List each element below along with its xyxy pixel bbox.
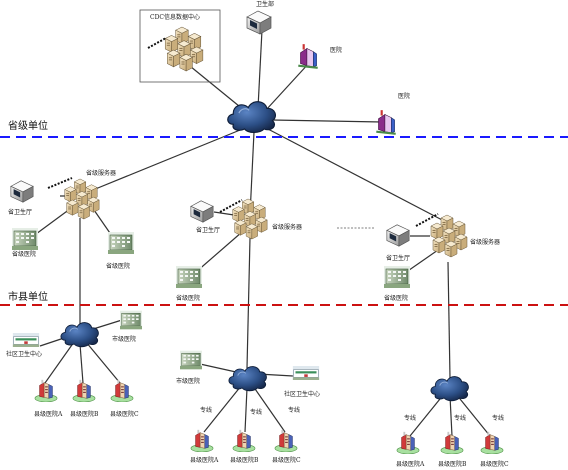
b1-county-b-label: 县级医院B: [70, 410, 99, 418]
b3-line-label-b: 专线: [454, 414, 466, 422]
b1-city-hospital-label: 市级医院: [112, 335, 136, 343]
datacenter-label: CDC信息数据中心: [150, 13, 200, 21]
link-core-branch1: [87, 127, 246, 193]
b1-server-cluster-icon: [65, 179, 99, 219]
b2-county-c-label: 县级医院C: [272, 456, 301, 464]
link-b1-cb: [79, 343, 84, 384]
link-core-ministry: [257, 29, 263, 109]
b2-county-b-label: 县级医院B: [230, 456, 259, 464]
b3-county-b-tower-icon: [440, 431, 464, 454]
top-hospital-1-icon: [297, 43, 319, 69]
b3-line-label-c: 专线: [492, 414, 504, 422]
b2-city-hospital-label: 市级医院: [176, 377, 200, 385]
link-b2-down: [246, 237, 251, 369]
link-b1-hosp-b: [93, 209, 113, 237]
province-tier-label: 省级单位: [8, 119, 48, 132]
b2-health-dept-label: 省卫生厅: [196, 226, 220, 234]
link-b3-down: [447, 261, 451, 379]
b1-hospital-b-label: 省级医院: [106, 262, 130, 270]
b3-health-dept-pc-icon: [386, 224, 410, 247]
core-cloud-icon: [227, 101, 277, 134]
b2-community-center-icon: [292, 366, 320, 380]
b1-server-dash: [47, 177, 73, 189]
b2-community-center-label: 社区卫生中心: [284, 390, 320, 398]
b3-server-label: 省级服务器: [470, 238, 500, 246]
city-tier-label: 市县单位: [8, 290, 48, 303]
b1-hospital-a-building-icon: [12, 228, 38, 250]
b1-local-cloud-icon: [60, 322, 99, 348]
b2-line-label-a: 专线: [200, 406, 212, 414]
b1-city-hospital-building-icon: [120, 310, 142, 330]
top-hospital-1-label: 医院: [330, 46, 342, 54]
b2-health-dept-pc-icon: [190, 200, 214, 223]
b3-local-cloud-icon: [430, 376, 469, 402]
b1-health-dept-pc-icon: [10, 180, 34, 203]
link-b2-ca: [203, 385, 242, 433]
b2-county-a-label: 县级医院A: [190, 456, 219, 464]
b2-server-dash: [219, 199, 243, 213]
link-b1-cc: [85, 341, 121, 384]
b1-hospital-b-building-icon: [108, 232, 134, 254]
link-b2-hosp: [195, 231, 243, 273]
link-b3-cc: [455, 393, 491, 437]
b1-county-c-tower-icon: [110, 379, 134, 402]
datacenter-server-cluster-icon: [165, 27, 203, 71]
b2-local-cloud-icon: [228, 366, 267, 392]
link-b1-ca: [44, 341, 75, 384]
b2-line-label-c: 专线: [288, 406, 300, 414]
b3-county-c-label: 县级医院C: [480, 460, 509, 468]
b2-server-cluster-icon: [233, 199, 267, 239]
b1-community-center-label: 社区卫生中心: [6, 350, 42, 358]
b2-county-a-tower-icon: [190, 429, 214, 452]
b2-city-hospital-building-icon: [180, 350, 202, 370]
ministry-label: 卫生部: [256, 0, 274, 8]
link-b2-cb: [244, 387, 248, 433]
b1-community-center-icon: [12, 333, 40, 347]
b2-county-b-tower-icon: [232, 429, 256, 452]
ministry-pc-icon: [246, 10, 272, 35]
link-core-branch3: [265, 127, 447, 223]
datacenter-frame: [139, 9, 221, 83]
b3-county-b-label: 县级医院B: [438, 460, 467, 468]
b3-county-c-tower-icon: [480, 431, 504, 454]
b1-county-a-label: 县级医院A: [34, 410, 63, 418]
datacenter-dash: [147, 37, 167, 49]
b3-health-dept-label: 省卫生厅: [386, 254, 410, 262]
b3-county-a-tower-icon: [396, 431, 420, 454]
b3-county-a-label: 县级医院A: [396, 460, 425, 468]
b2-line-label-b: 专线: [250, 408, 262, 416]
link-b3-cb: [449, 395, 453, 437]
link-b2-health: [213, 211, 235, 216]
b3-hospital-label: 省级医院: [384, 294, 408, 302]
link-core-hospital1: [265, 61, 311, 111]
b2-hospital-building-icon: [176, 266, 202, 288]
b3-hospital-building-icon: [384, 266, 410, 288]
b1-server-label: 省级服务器: [86, 169, 116, 177]
link-core-hospital2: [271, 119, 384, 123]
b1-health-dept-label: 省卫生厅: [8, 208, 32, 216]
link-b3-ca: [409, 393, 445, 437]
b3-line-label-a: 专线: [404, 414, 416, 422]
top-hospital-2-icon: [375, 109, 397, 135]
b1-county-c-label: 县级医院C: [110, 410, 139, 418]
b1-county-a-tower-icon: [34, 379, 58, 402]
b2-server-label: 省级服务器: [272, 223, 302, 231]
link-b2-city: [199, 363, 237, 373]
b2-county-c-tower-icon: [274, 429, 298, 452]
b1-county-b-tower-icon: [72, 379, 96, 402]
top-hospital-2-label: 医院: [398, 92, 410, 100]
b2-hospital-label: 省级医院: [176, 294, 200, 302]
link-b2-cc: [252, 385, 286, 433]
b3-server-dash: [415, 213, 439, 227]
b1-hospital-a-label: 省级医院: [12, 250, 36, 258]
b3-server-cluster-icon: [431, 215, 467, 257]
